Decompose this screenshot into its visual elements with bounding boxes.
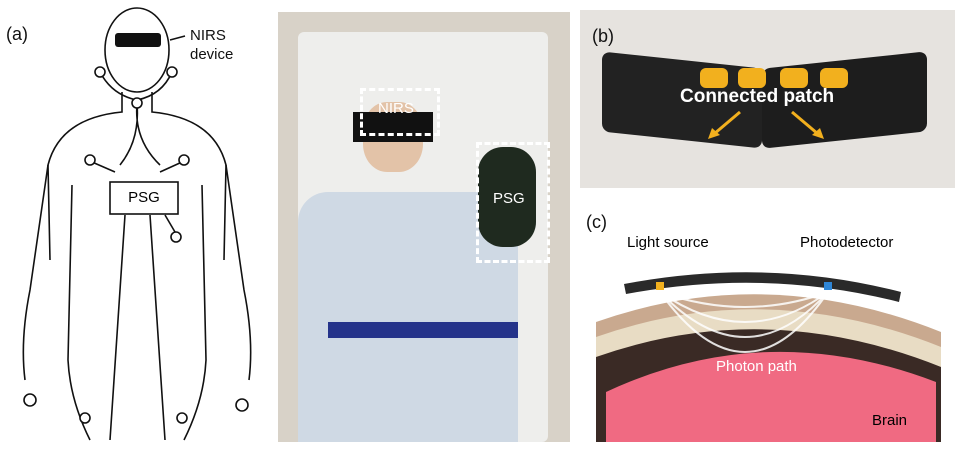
connected-patch-label: Connected patch [680, 86, 835, 107]
nirs-device-line1: NIRS [190, 27, 226, 44]
panel-a-label: (a) [6, 24, 28, 44]
psg-box-label: PSG [128, 189, 160, 206]
photon-path-illustration [596, 272, 941, 442]
panel-c-label: (c) [586, 212, 607, 232]
nirs-device-line2: device [190, 46, 234, 63]
panel-b-label: (b) [592, 26, 614, 46]
subject-photo: NIRS PSG [278, 12, 570, 442]
psg-box [476, 142, 550, 263]
nirs-device-label: NIRS device [190, 26, 233, 64]
photodetector-label: Photodetector [800, 234, 894, 251]
photon-path-label: Photon path [716, 358, 797, 375]
nirs-photo-label: NIRS [378, 100, 414, 117]
patch-photo [580, 10, 955, 188]
psg-photo-label: PSG [493, 190, 525, 207]
nirs-box [360, 88, 440, 136]
body-schematic [22, 7, 252, 441]
brain-label: Brain [872, 412, 908, 429]
light-source-label: Light source [627, 234, 709, 251]
arrow-icons [708, 110, 824, 139]
